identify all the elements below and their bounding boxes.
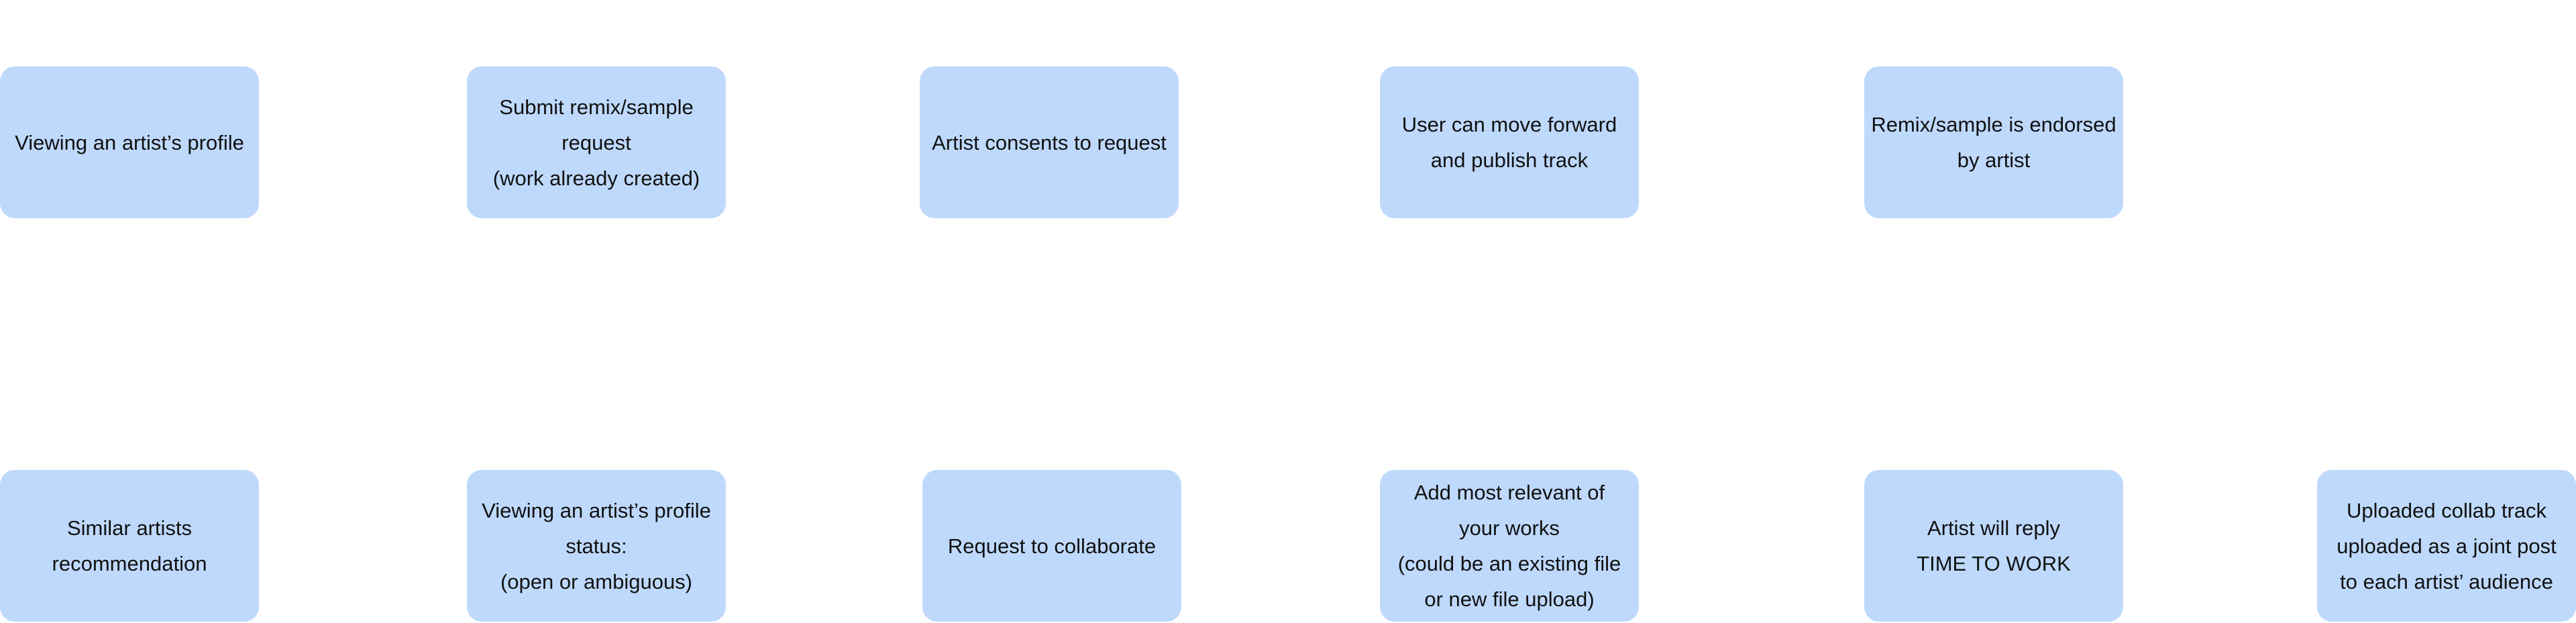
node-label: Artist consents to request	[932, 130, 1167, 154]
node-label: Similar artists recommendation	[52, 516, 207, 575]
node-add-works: Add most relevant of your works (could b…	[1380, 470, 1639, 622]
node-publish-track: User can move forward and publish track	[1380, 66, 1639, 218]
node-remix-endorsed: Remix/sample is endorsed by artist	[1864, 66, 2123, 218]
node-artist-reply: Artist will reply TIME TO WORK	[1864, 470, 2123, 622]
node-profile-status: Viewing an artist’s profile status: (ope…	[467, 470, 726, 622]
node-label: User can move forward and publish track	[1401, 113, 1617, 172]
node-submit-remix-request: Submit remix/sample request (work alread…	[467, 66, 726, 218]
node-request-collaborate: Request to collaborate	[922, 470, 1181, 622]
node-viewing-artist-profile: Viewing an artist’s profile	[0, 66, 259, 218]
node-label: Remix/sample is endorsed by artist	[1871, 113, 2116, 172]
node-label: Viewing an artist’s profile	[15, 130, 244, 154]
node-uploaded-collab: Uploaded collab track uploaded as a join…	[2317, 470, 2576, 622]
node-label: Request to collaborate	[947, 534, 1157, 558]
node-artist-consents: Artist consents to request	[920, 66, 1179, 218]
node-label: Submit remix/sample request (work alread…	[492, 95, 700, 190]
node-label: Add most relevant of your works (could b…	[1397, 481, 1621, 611]
node-similar-artists: Similar artists recommendation	[0, 470, 259, 622]
node-label: Viewing an artist’s profile status: (ope…	[482, 498, 711, 593]
node-label: Artist will reply TIME TO WORK	[1917, 516, 2071, 575]
node-label: Uploaded collab track uploaded as a join…	[2337, 498, 2557, 593]
